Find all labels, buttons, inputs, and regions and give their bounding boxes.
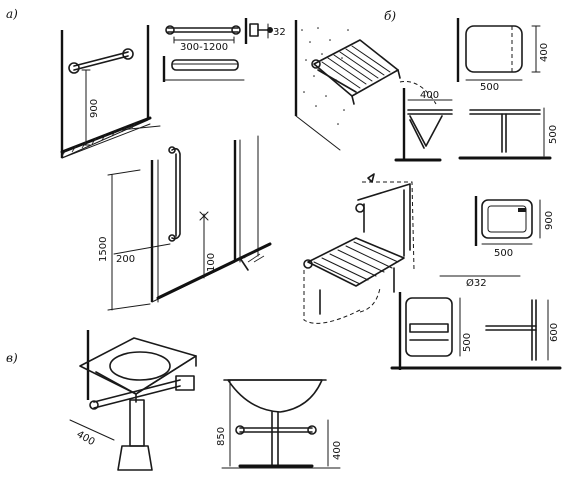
v-washbasin-perspective: 400 bbox=[69, 330, 197, 471]
dim-b-seat-height-side: 500 bbox=[548, 125, 559, 144]
dim-b-chair-height: 900 bbox=[544, 211, 555, 230]
section-v-label: в) bbox=[6, 351, 18, 365]
a-rail-detail: 300-1200 32 bbox=[162, 18, 286, 82]
v-washbasin-section: 850 400 bbox=[216, 379, 343, 469]
b-seat-side-view: 400 500 bbox=[394, 88, 559, 162]
dim-v-basin-offset: 400 bbox=[75, 429, 97, 448]
b-chair-side-view: 500 600 bbox=[390, 292, 562, 370]
b-folding-wall-seat bbox=[294, 20, 437, 151]
dim-v-rail-height: 400 bbox=[332, 441, 343, 460]
dim-a-offset: 200 bbox=[116, 254, 135, 265]
a-vertical-grab-bar: 1500 200 100 bbox=[98, 135, 272, 311]
a-wall-grab-bar: 900 bbox=[60, 25, 161, 159]
dim-b-front-height: 500 bbox=[462, 333, 473, 352]
dim-b-chair-width: 500 bbox=[494, 248, 513, 259]
section-b-label: б) bbox=[384, 9, 396, 23]
dim-b-seat-height: 400 bbox=[539, 43, 550, 62]
dim-a-rail-height: 900 bbox=[89, 99, 100, 118]
dim-a-vertical-height: 1500 bbox=[98, 237, 109, 262]
b-folding-chair bbox=[303, 173, 415, 324]
section-a-label: а) bbox=[6, 7, 18, 21]
dim-a-rail-depth: 32 bbox=[273, 27, 286, 38]
dim-a-floor-step: 100 bbox=[206, 253, 217, 272]
dim-b-seat-depth-side: 400 bbox=[420, 90, 439, 101]
dim-v-basin-height: 850 bbox=[216, 427, 227, 446]
b-seat-plan: 400 500 bbox=[456, 18, 550, 93]
dim-b-tube: Ø32 bbox=[466, 277, 487, 289]
b-chair-plan: 900 500 Ø32 bbox=[439, 196, 555, 289]
dim-b-seat-width-top: 500 bbox=[480, 82, 499, 93]
dim-a-rail-length: 300-1200 bbox=[180, 42, 228, 53]
dim-b-side-height: 600 bbox=[549, 323, 560, 342]
